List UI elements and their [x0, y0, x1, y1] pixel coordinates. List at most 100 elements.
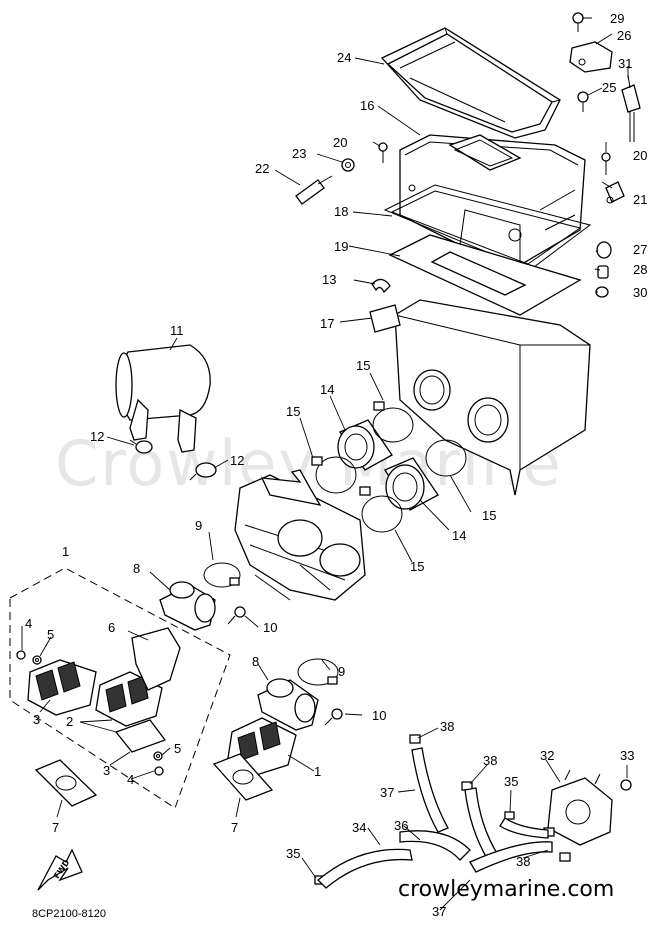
fuel-hose-37-lower [469, 817, 553, 873]
washer-5-upper [32, 655, 42, 665]
switch-31 [621, 74, 641, 142]
callout-16: 16 [360, 98, 374, 113]
callout-38-c: 38 [516, 854, 530, 869]
callout-9-lower: 9 [338, 664, 345, 679]
reed-plate-2 [114, 719, 167, 753]
fuel-hose-36 [399, 787, 499, 861]
band-15-right [425, 439, 467, 477]
callout-22: 22 [255, 161, 269, 176]
callout-labels: 29 26 24 31 25 16 20 23 22 20 18 21 19 2… [25, 11, 647, 919]
callout-30: 30 [633, 285, 647, 300]
callout-28: 28 [633, 262, 647, 277]
callout-25: 25 [602, 80, 616, 95]
callout-33: 33 [620, 748, 634, 763]
bracket-26 [569, 41, 613, 73]
callout-12-b: 12 [230, 453, 244, 468]
band-15-left [311, 456, 357, 494]
callout-5-upper: 5 [47, 627, 54, 642]
callout-10-upper: 10 [263, 620, 277, 635]
intake-silencer [115, 344, 211, 453]
callout-5-lower: 5 [174, 741, 181, 756]
callout-11: 11 [170, 323, 184, 338]
band-15-top [372, 401, 414, 443]
callout-18: 18 [334, 204, 348, 219]
callout-21: 21 [633, 192, 647, 207]
callout-31: 31 [618, 56, 632, 71]
cap-12-lower [189, 462, 217, 481]
airbox-cover [380, 27, 561, 139]
callout-37-upper: 37 [380, 785, 394, 800]
clip-21 [605, 181, 625, 204]
callout-26: 26 [617, 28, 631, 43]
washer-5-lower [153, 751, 163, 761]
screw-20-left [378, 142, 388, 163]
bolt-10-upper [227, 606, 246, 625]
bolt-29 [572, 12, 584, 32]
callout-3-upper: 3 [33, 712, 40, 727]
joint-14-lower [384, 457, 439, 511]
band-15-bottom [359, 486, 403, 533]
callout-23: 23 [292, 146, 306, 161]
gasket-7-right [212, 753, 274, 801]
callout-29: 29 [610, 11, 624, 26]
fuel-hose-37-upper [411, 747, 449, 833]
band-9-upper [203, 562, 241, 588]
callout-8-upper: 8 [133, 561, 140, 576]
callout-9-upper: 9 [195, 518, 202, 533]
fwd-arrow: FWD [37, 848, 83, 891]
callout-2: 2 [66, 714, 73, 729]
site-url-text: crowleymarine.com [398, 877, 614, 902]
joint-14-upper [337, 419, 393, 471]
fuel-hose-34 [317, 848, 413, 889]
collar-28 [597, 265, 609, 279]
callout-15-d: 15 [410, 559, 424, 574]
callout-1-upper: 1 [62, 544, 69, 559]
callout-10-lower: 10 [372, 708, 386, 723]
airbox-seal-plate [388, 234, 582, 316]
callout-13: 13 [322, 272, 336, 287]
callout-27: 27 [633, 242, 647, 257]
diagram-code: 8CP2100-8120 [32, 908, 106, 920]
callout-4-upper: 4 [25, 616, 32, 631]
gasket-7-left [34, 759, 98, 807]
nut-23 [341, 158, 355, 172]
callout-19: 19 [334, 239, 348, 254]
screw-4-lower [154, 766, 164, 776]
bolt-25 [577, 91, 589, 112]
callout-37-lower: 37 [432, 904, 446, 919]
grommet-27 [596, 241, 612, 259]
callout-38-a: 38 [440, 719, 454, 734]
fuel-pump-32 [547, 769, 613, 846]
callout-15-a: 15 [356, 358, 370, 373]
callout-4-lower: 4 [127, 772, 134, 787]
callout-38-b: 38 [483, 753, 497, 768]
callout-8-lower: 8 [252, 654, 259, 669]
callout-7-left: 7 [52, 820, 59, 835]
callout-15-b: 15 [286, 404, 300, 419]
callout-20-right: 20 [633, 148, 647, 163]
callout-35-a: 35 [504, 774, 518, 789]
reed-valve-3-upper [27, 659, 97, 716]
callout-20-left: 20 [333, 135, 347, 150]
callout-7-right: 7 [231, 820, 238, 835]
band-9-lower [297, 658, 339, 686]
callout-17: 17 [320, 316, 334, 331]
manifold-8-upper [159, 581, 216, 631]
fitting-33 [620, 779, 632, 791]
callout-15-c: 15 [482, 508, 496, 523]
callout-14-upper: 14 [320, 382, 334, 397]
callout-32: 32 [540, 748, 554, 763]
airbox-lower-housing [369, 299, 591, 496]
reed-valve-group-outline [9, 567, 231, 809]
clip-38-d [559, 852, 571, 862]
clip-35-a [504, 811, 515, 820]
manifold-8-lower [257, 678, 319, 731]
callout-14-lower: 14 [452, 528, 466, 543]
leader-lines [21, 17, 629, 911]
screw-20-right [601, 152, 611, 175]
carburetor-assembly [234, 469, 366, 601]
callout-12-a: 12 [90, 429, 104, 444]
screw-4-upper [16, 650, 26, 660]
callout-34: 34 [352, 820, 366, 835]
